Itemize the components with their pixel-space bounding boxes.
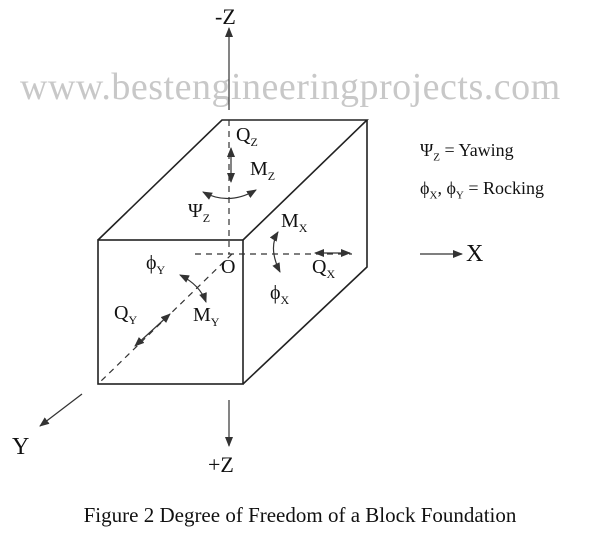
psiz-label: ΨZ — [188, 200, 211, 225]
mx-rotation-arrow — [269, 231, 281, 273]
y-arrow — [39, 393, 83, 427]
my-label: MY — [193, 304, 220, 329]
mz-rotation-arrow — [202, 189, 257, 200]
top-face — [97, 119, 369, 241]
pos-z-label: +Z — [208, 452, 234, 477]
legend-rocking: ϕX, ϕY = Rocking — [420, 178, 545, 202]
y-label: Y — [12, 434, 30, 460]
qy-label: QY — [114, 302, 138, 327]
figure-caption: Figure 2 Degree of Freedom of a Block Fo… — [83, 503, 517, 527]
front-face — [97, 239, 244, 385]
origin-label: O — [221, 256, 236, 278]
qy-arrow — [134, 313, 171, 347]
neg-z-label: -Z — [215, 4, 236, 29]
mx-label: MX — [281, 210, 308, 235]
watermark: www.bestengineeringprojects.com — [20, 66, 561, 108]
mz-label: MZ — [250, 158, 276, 183]
my-rotation-arrow — [179, 274, 207, 303]
qx-label: QX — [312, 256, 336, 281]
x-label: X — [466, 241, 484, 267]
phiy-label: ϕY — [146, 252, 166, 277]
right-face — [242, 120, 368, 385]
phix-label: ϕX — [270, 282, 290, 307]
qz-label: QZ — [236, 124, 258, 149]
legend-yawing: ΨZ = Yawing — [420, 140, 514, 164]
